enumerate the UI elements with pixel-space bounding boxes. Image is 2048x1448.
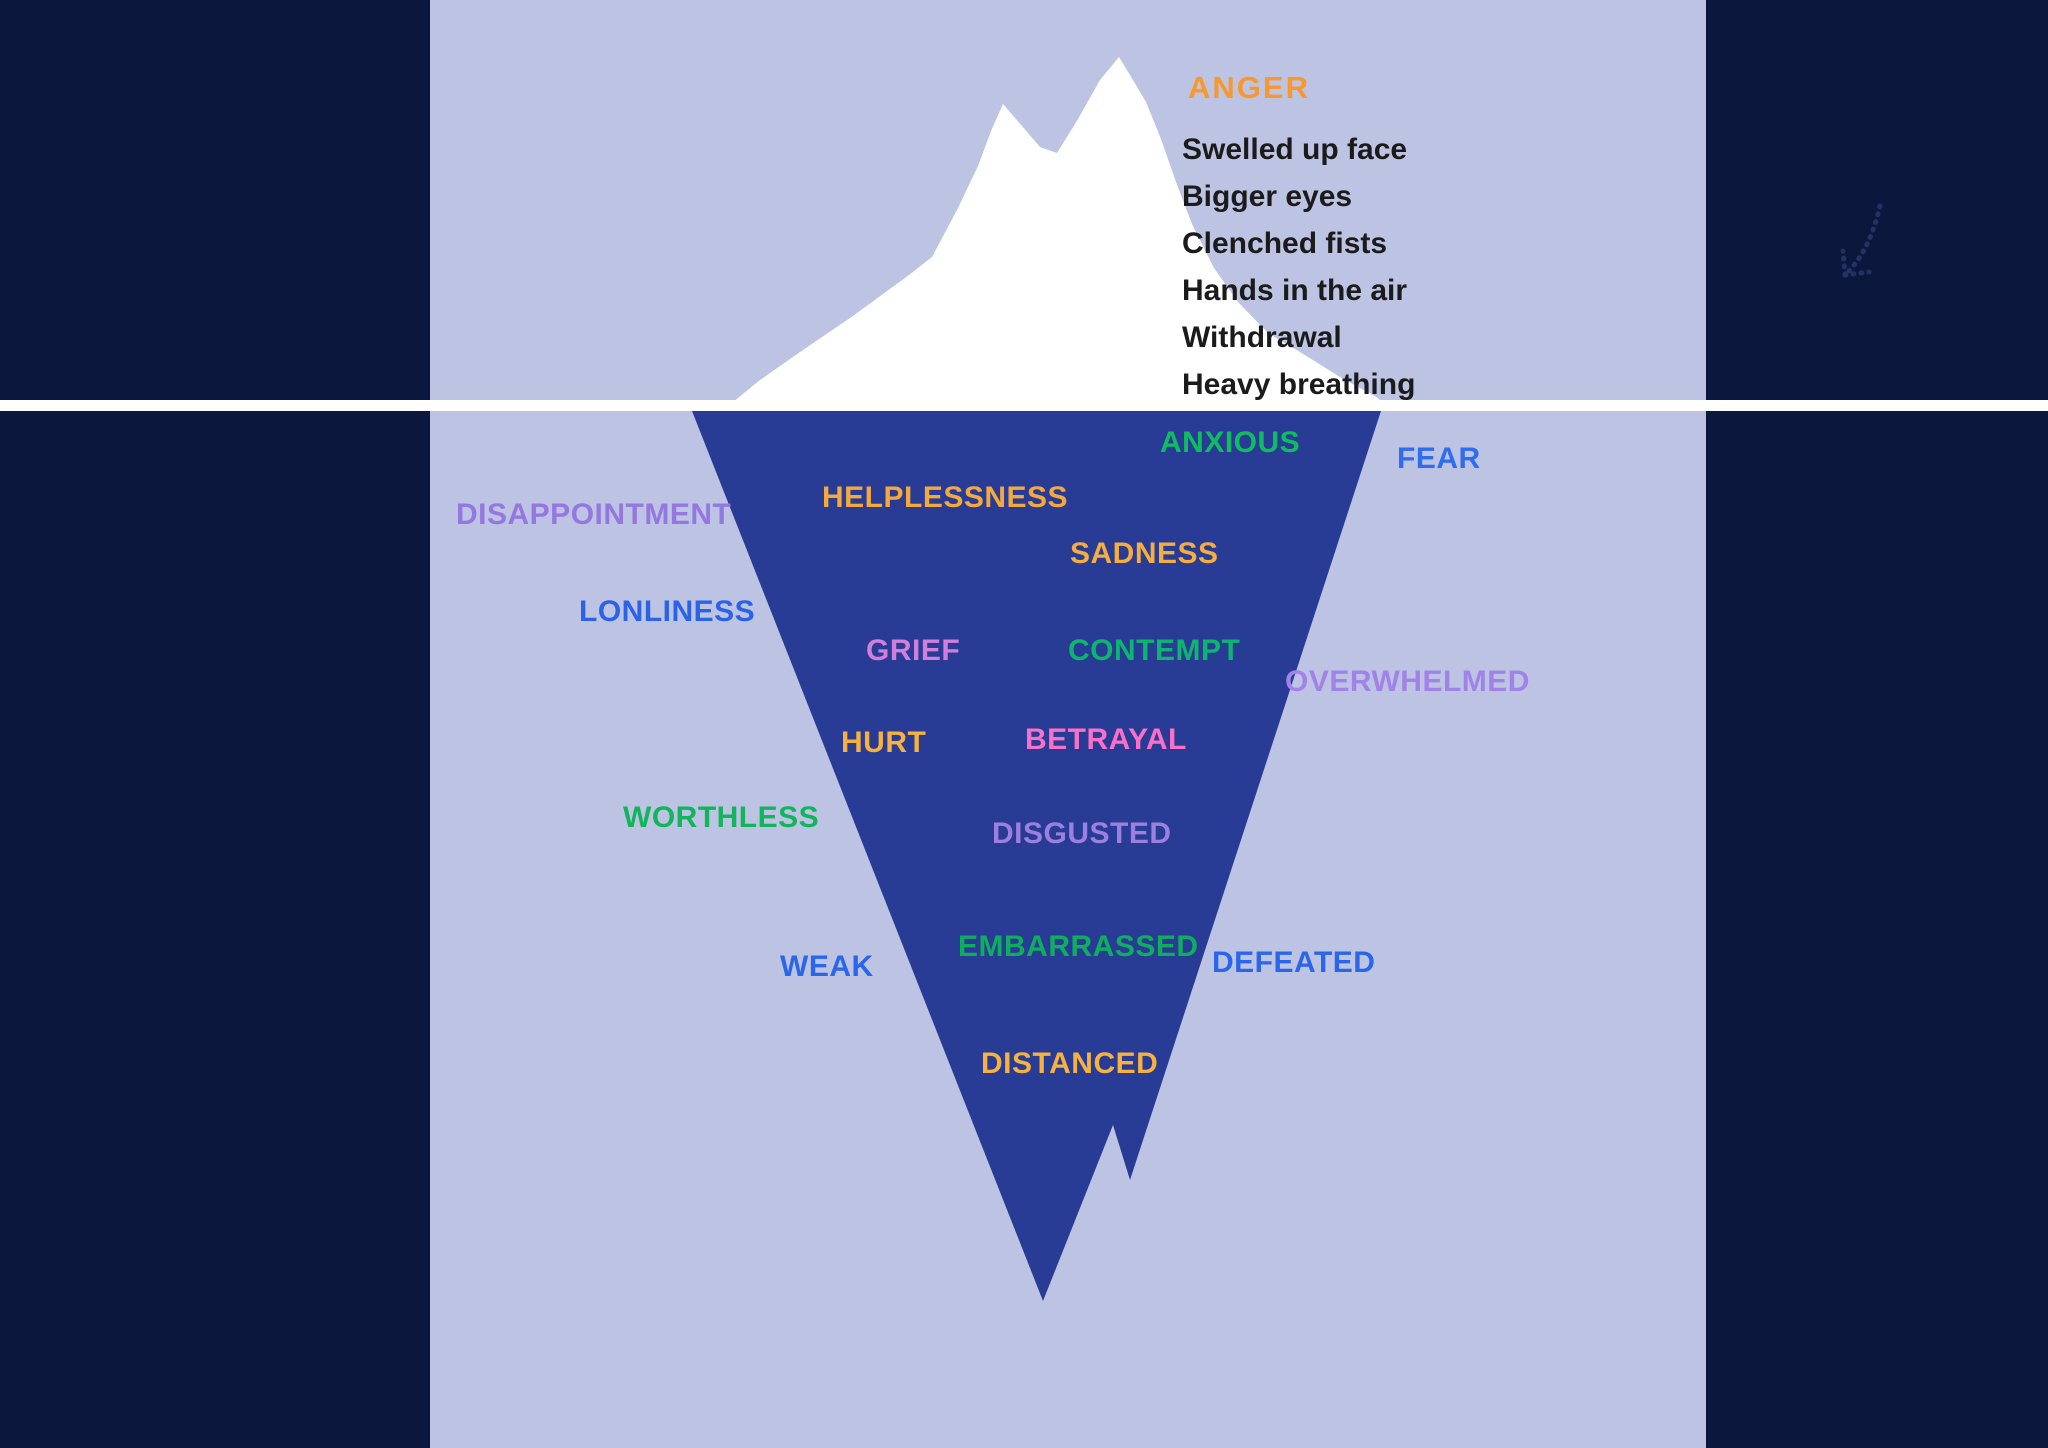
anger-title: ANGER <box>1188 70 1310 105</box>
emotion-label-weak: WEAK <box>780 950 874 983</box>
emotion-label-hurt: HURT <box>841 726 927 759</box>
anger-sign-item: Swelled up face <box>1182 133 1408 166</box>
curved-arrow-icon <box>1840 203 1883 278</box>
iceberg-above-water <box>722 57 1392 411</box>
iceberg-underwater <box>692 411 1381 1301</box>
emotion-label-distanced: DISTANCED <box>981 1047 1159 1080</box>
emotion-label-anxious: ANXIOUS <box>1160 426 1301 459</box>
emotion-label-grief: GRIEF <box>866 634 961 667</box>
emotion-label-defeated: DEFEATED <box>1212 946 1376 979</box>
emotion-label-contempt: CONTEMPT <box>1068 634 1241 667</box>
emotion-label-disgusted: DISGUSTED <box>992 817 1172 850</box>
anger-sign-item: Hands in the air <box>1182 274 1408 307</box>
anger-sign-item: Heavy breathing <box>1182 368 1416 401</box>
emotion-label-betrayal: BETRAYAL <box>1025 723 1187 756</box>
emotion-label-disappointment: DISAPPOINTMENT <box>456 498 732 531</box>
emotion-label-sadness: SADNESS <box>1070 537 1219 570</box>
anger-sign-item: Bigger eyes <box>1182 180 1353 213</box>
emotion-label-helplessness: HELPLESSNESS <box>822 481 1069 514</box>
emotion-label-fear: FEAR <box>1397 442 1481 475</box>
emotion-label-embarrassed: EMBARRASSED <box>958 930 1199 963</box>
emotion-label-worthless: WORTHLESS <box>623 801 820 834</box>
anger-sign-item: Withdrawal <box>1182 321 1342 354</box>
anger-sign-item: Clenched fists <box>1182 227 1388 260</box>
emotion-label-lonliness: LONLINESS <box>579 595 756 628</box>
emotion-label-overwhelmed: OVERWHELMED <box>1285 665 1530 698</box>
